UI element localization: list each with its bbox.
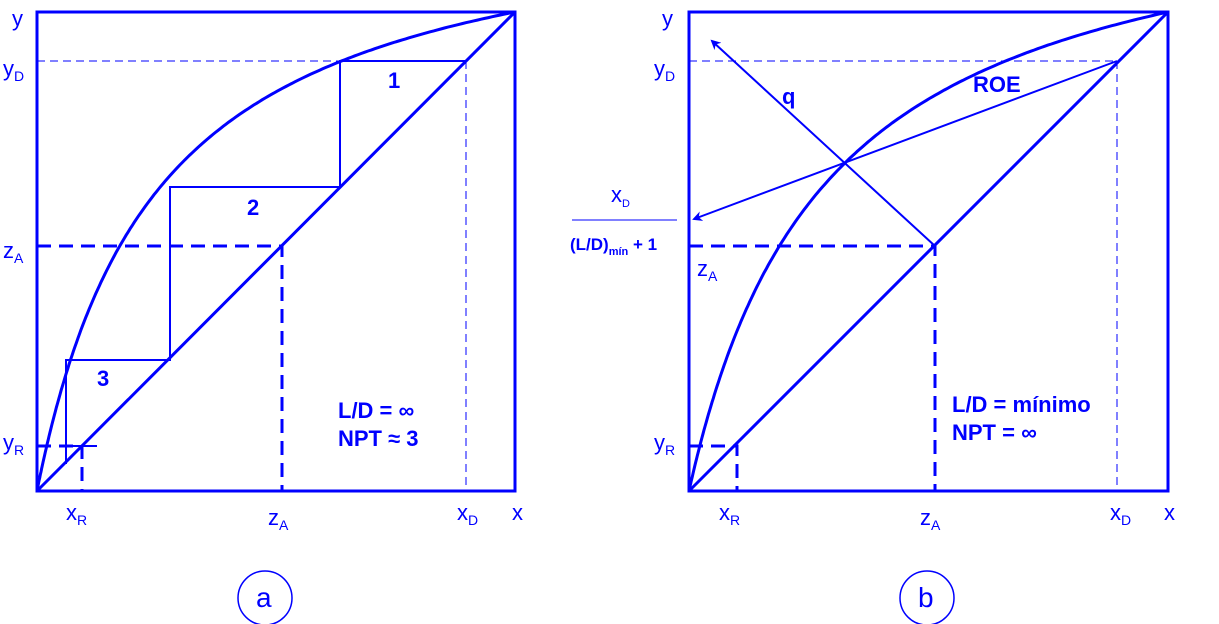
yd-label: yD <box>3 56 24 84</box>
za-x-label: zA <box>920 505 941 533</box>
yd-label: yD <box>654 56 675 84</box>
x-axis-label: x <box>512 500 523 525</box>
roe-line <box>692 60 1118 221</box>
caption-b: b <box>918 582 934 613</box>
y-axis-label: y <box>12 6 23 31</box>
stage-label-1: 1 <box>388 68 400 93</box>
stage-steps <box>65 60 466 464</box>
za-label: zA <box>697 256 718 284</box>
za-x-label: zA <box>268 505 289 533</box>
reflux-label: L/D = mínimo <box>952 392 1091 417</box>
xr-label: xR <box>719 500 740 528</box>
yr-guide <box>689 444 739 491</box>
npt-label: NPT = ∞ <box>952 420 1037 445</box>
roe-label: ROE <box>973 72 1021 97</box>
panel-b: q ROE xD (L/D)mín + 1 L/D = mínimo NPT =… <box>570 6 1175 624</box>
caption-circle-a <box>237 570 293 624</box>
xr-label: xR <box>66 500 87 528</box>
y-axis-label: y <box>662 6 673 31</box>
panel-a: 1 2 3 L/D = ∞ NPT ≈ 3 y x yD zA yR xR zA… <box>3 6 523 624</box>
caption-a: a <box>256 582 272 613</box>
fraction-denominator: (L/D)mín + 1 <box>570 235 657 258</box>
yr-label: yR <box>654 430 675 458</box>
reflux-label: L/D = ∞ <box>338 398 414 423</box>
za-label: zA <box>3 238 24 266</box>
q-label: q <box>782 84 795 109</box>
equilibrium-curve <box>35 10 516 492</box>
x-axis-label: x <box>1164 500 1175 525</box>
diagonal-line <box>35 10 517 493</box>
npt-label: NPT ≈ 3 <box>338 426 419 451</box>
za-guide <box>37 244 284 491</box>
q-line <box>710 39 936 247</box>
stage-label-3: 3 <box>97 366 109 391</box>
xd-label: xD <box>1110 500 1131 528</box>
plot-frame <box>35 10 517 493</box>
caption-circle-b <box>899 570 955 624</box>
plot-frame <box>687 10 1170 493</box>
yr-label: yR <box>3 430 24 458</box>
xd-label: xD <box>457 500 478 528</box>
stage-label-2: 2 <box>247 195 259 220</box>
diagonal-line <box>687 10 1170 493</box>
fraction-numerator: xD <box>611 182 630 210</box>
